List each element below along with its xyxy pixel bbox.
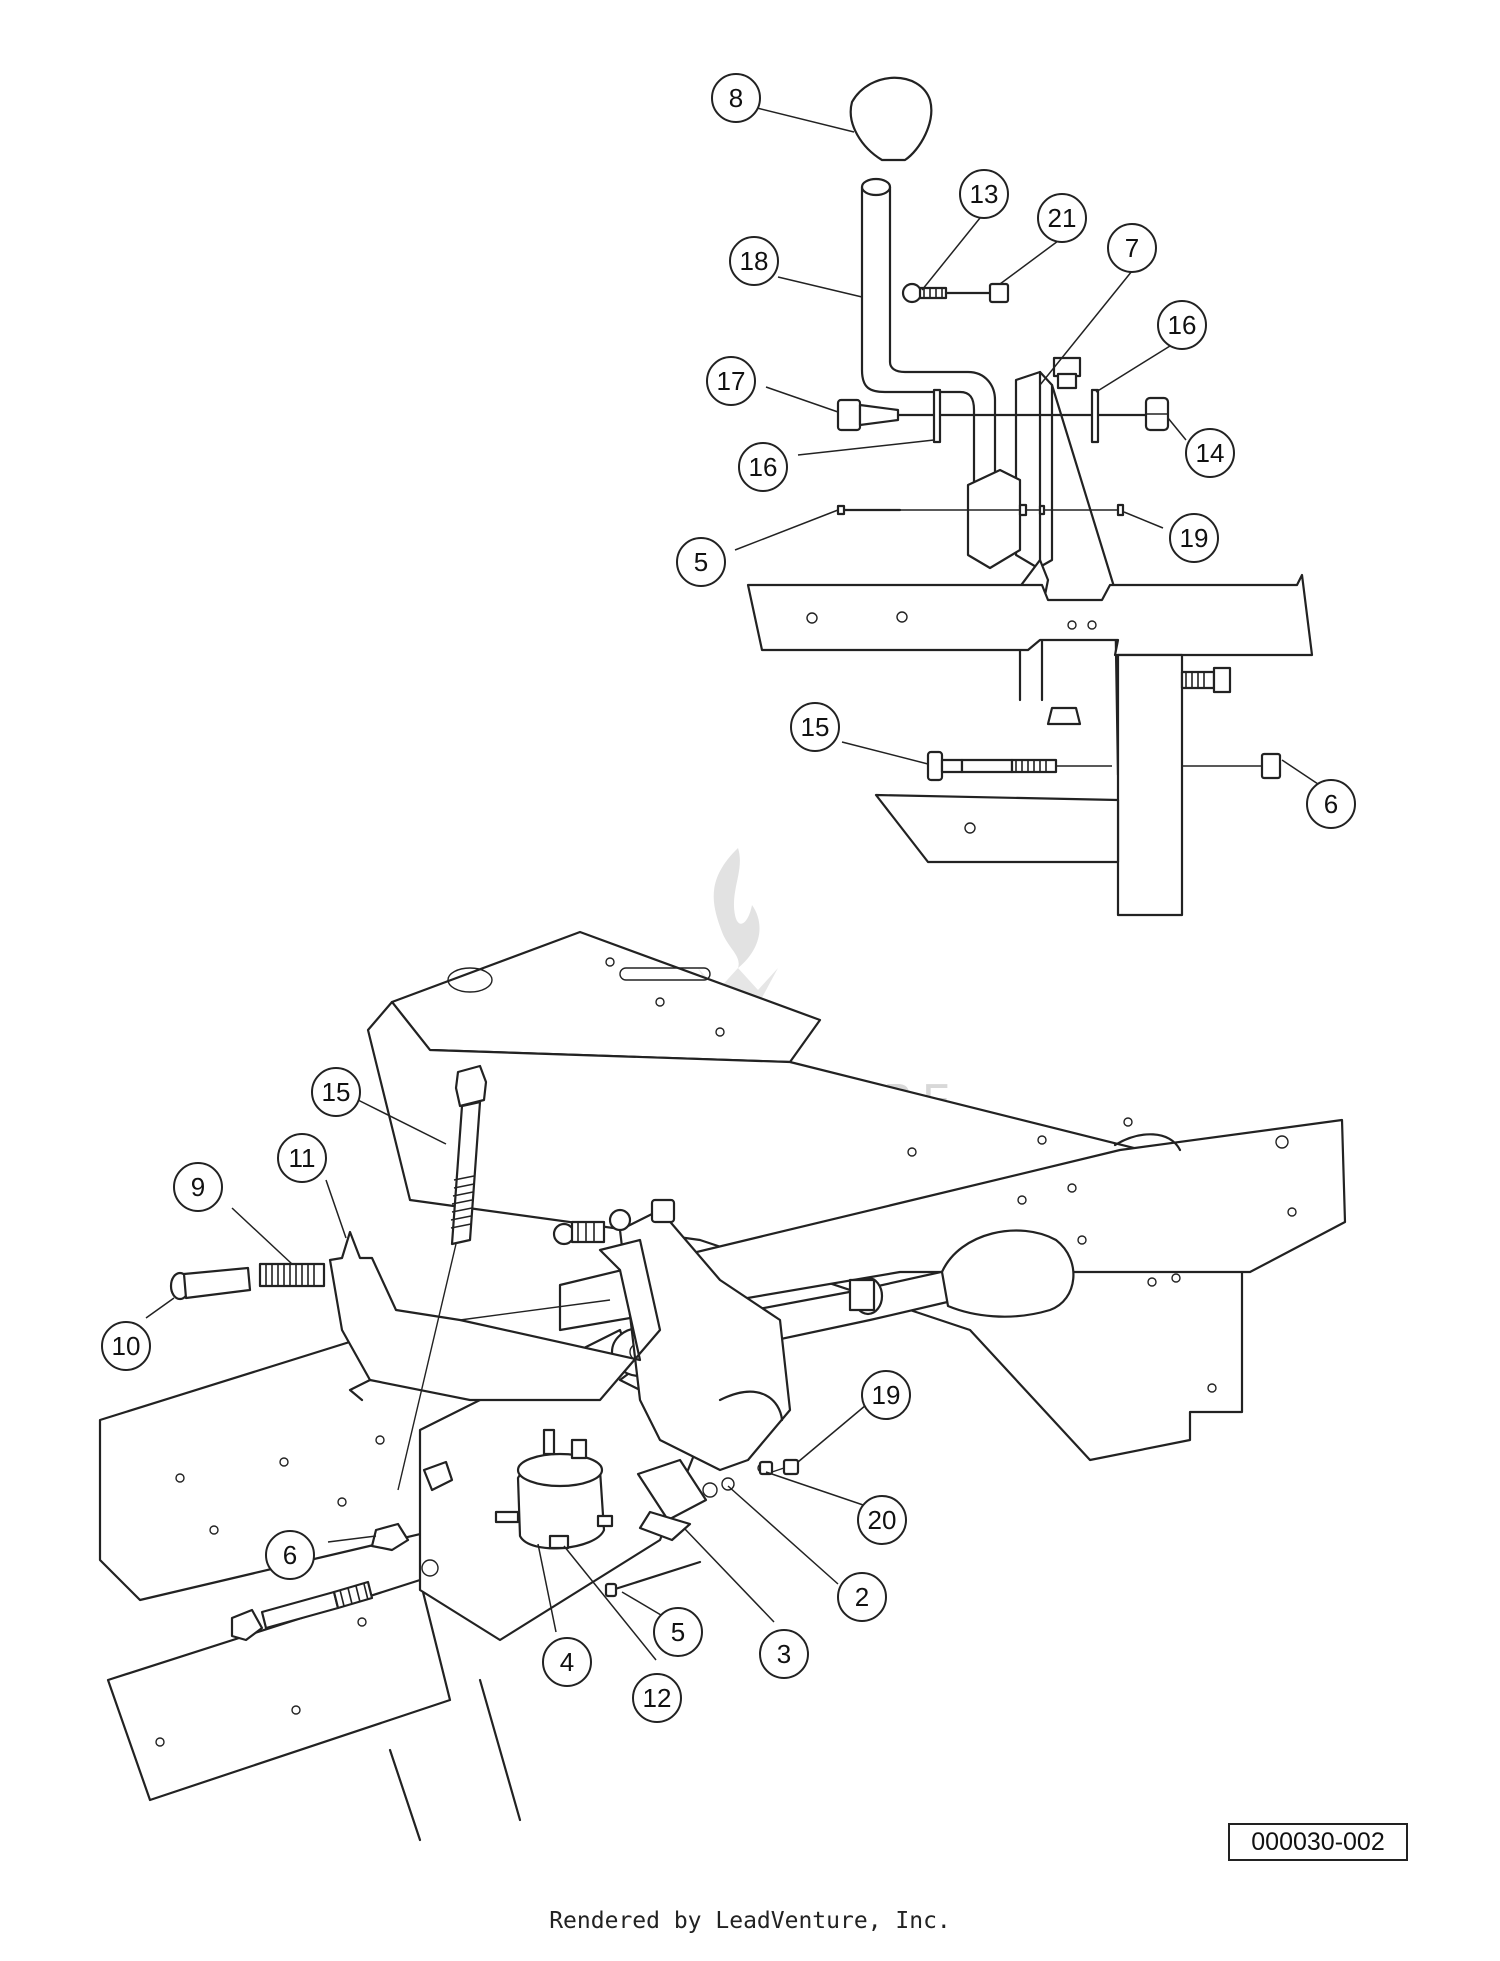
svg-text:17: 17 [717, 366, 746, 396]
flame-logo-icon [713, 848, 760, 968]
callout: 16 [738, 442, 788, 492]
long-bolt-bottom [230, 1580, 374, 1642]
svg-text:12: 12 [643, 1683, 672, 1713]
callout: 7 [1107, 223, 1157, 273]
callout: 18 [729, 236, 779, 286]
callout: 20 [857, 1495, 907, 1545]
ball-stud-13 [901, 282, 1010, 304]
callout: 15 [311, 1067, 361, 1117]
bolt-15-top [926, 750, 1282, 782]
callout: 2 [837, 1572, 887, 1622]
callout: 19 [1169, 513, 1219, 563]
svg-text:5: 5 [694, 547, 708, 577]
svg-text:16: 16 [749, 452, 778, 482]
svg-text:15: 15 [322, 1077, 351, 1107]
bracket-7 [1014, 370, 1054, 570]
callout: 4 [542, 1637, 592, 1687]
callout: 3 [759, 1629, 809, 1679]
svg-text:6: 6 [1324, 789, 1338, 819]
vertical-member [1116, 653, 1184, 917]
pin-5-top [836, 503, 1125, 517]
callout: 16 [1157, 300, 1207, 350]
shift-knob-bottom [940, 1229, 1075, 1318]
top-plate [390, 930, 822, 1064]
callout: 21 [1037, 193, 1087, 243]
svg-text:19: 19 [872, 1380, 901, 1410]
svg-text:21: 21 [1048, 203, 1077, 233]
switch-4 [494, 1428, 614, 1550]
frame-rail-top [746, 573, 1314, 657]
nut-6-bottom [370, 1522, 410, 1552]
svg-text:13: 13 [970, 179, 999, 209]
callout: 8 [711, 73, 761, 123]
bolt-15-bottom [397, 1064, 488, 1491]
nut-19-bottom [782, 1458, 800, 1476]
svg-text:8: 8 [729, 83, 743, 113]
main-rail [558, 1118, 1347, 1332]
svg-text:11: 11 [289, 1143, 316, 1173]
callout: 5 [676, 537, 726, 587]
pivot-bracket [618, 1208, 792, 1472]
callout: 14 [1185, 428, 1235, 478]
callout: 15 [790, 702, 840, 752]
svg-text:6: 6 [283, 1540, 297, 1570]
callout: 10 [101, 1321, 151, 1371]
callout: 5 [653, 1607, 703, 1657]
svg-text:14: 14 [1196, 438, 1225, 468]
svg-text:19: 19 [1180, 523, 1209, 553]
callout: 6 [1306, 779, 1356, 829]
callout: 17 [706, 356, 756, 406]
shift-knob-top [849, 76, 933, 162]
callout: 19 [861, 1370, 911, 1420]
svg-text:10: 10 [112, 1331, 141, 1361]
pin-5-bottom [610, 1560, 702, 1592]
washer-16-left [932, 388, 942, 444]
callout: 6 [265, 1530, 315, 1580]
svg-text:4: 4 [560, 1647, 574, 1677]
svg-text:7: 7 [1125, 233, 1139, 263]
svg-text:16: 16 [1168, 310, 1197, 340]
spring-9 [258, 1262, 326, 1288]
shift-rod-top [860, 185, 997, 502]
switch-3 [636, 1458, 774, 1542]
footer-credit: Rendered by LeadVenture, Inc. [549, 1908, 951, 1934]
bracket-11 [328, 1230, 662, 1402]
svg-text:15: 15 [801, 712, 830, 742]
frame-rail-lower [874, 793, 1120, 864]
callouts: 8 13 21 18 7 16 17 14 16 5 19 15 6 15 11… [101, 73, 1356, 1723]
callout: 13 [959, 169, 1009, 219]
top-assembly [746, 76, 1314, 917]
svg-text:9: 9 [191, 1172, 205, 1202]
nut-14 [1144, 396, 1170, 432]
svg-text:3: 3 [777, 1639, 791, 1669]
side-bolt-top [1180, 666, 1232, 694]
svg-text:20: 20 [868, 1505, 897, 1535]
svg-text:2: 2 [855, 1582, 869, 1612]
svg-text:18: 18 [740, 246, 769, 276]
part-number-label: 000030-002 [1228, 1823, 1408, 1861]
svg-text:5: 5 [671, 1617, 685, 1647]
callout: 12 [632, 1673, 682, 1723]
bottom-assembly [98, 930, 1347, 1842]
callout: 11 [277, 1133, 327, 1183]
callout: 9 [173, 1162, 223, 1212]
pin-10 [169, 1266, 252, 1301]
washer-16-right [1090, 388, 1100, 444]
leader-lines [145, 107, 1319, 1661]
ball-stud-bottom [552, 1198, 676, 1246]
